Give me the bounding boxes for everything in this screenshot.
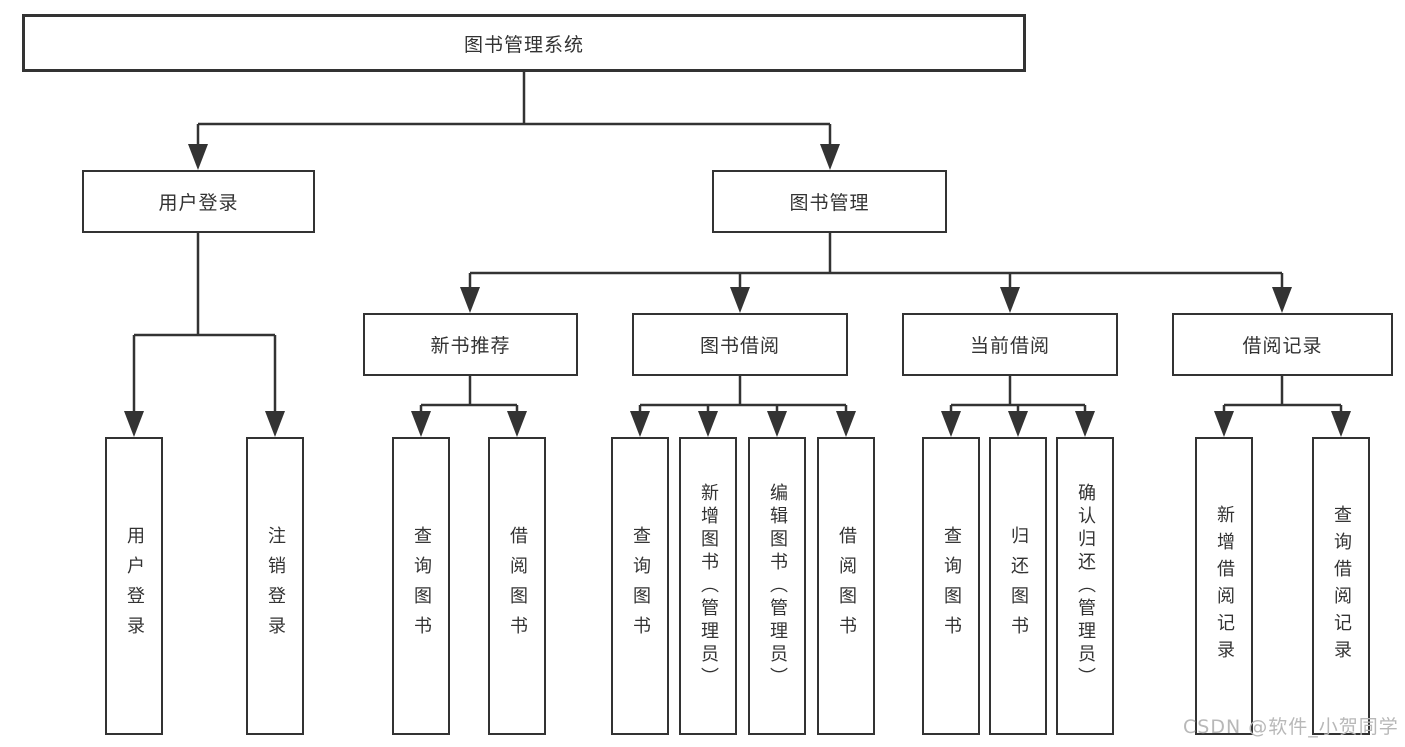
leaf-logout: 注销登录 [246, 437, 304, 735]
leaf-label: 新增借阅记录 [1214, 505, 1235, 667]
node-label: 新书推荐 [430, 335, 511, 357]
leaf-label: 注销登录 [265, 526, 286, 646]
leaf-label: 查询图书 [630, 526, 651, 646]
node-label: 图书借阅 [699, 335, 780, 357]
node-label: 用户登录 [158, 192, 239, 214]
node-label: 借阅记录 [1242, 335, 1323, 357]
leaf-label: 用户登录 [124, 526, 145, 646]
leaf-return-books: 归还图书 [989, 437, 1047, 735]
leaf-query-books-current: 查询图书 [922, 437, 980, 735]
leaf-borrow-books-recommend: 借阅图书 [488, 437, 546, 735]
leaf-query-books-recommend: 查询图书 [392, 437, 450, 735]
leaf-label: 查询图书 [941, 526, 962, 646]
node-borrowing-records: 借阅记录 [1172, 313, 1393, 376]
node-label: 当前借阅 [969, 335, 1050, 357]
leaf-query-borrow-record: 查询借阅记录 [1312, 437, 1370, 735]
leaf-label: 编辑图书（管理员） [767, 482, 788, 690]
leaf-label: 查询借阅记录 [1331, 505, 1352, 667]
leaf-add-book-admin: 新增图书（管理员） [679, 437, 737, 735]
node-library-management-system: 图书管理系统 [22, 14, 1026, 72]
leaf-query-books-borrowing: 查询图书 [611, 437, 669, 735]
watermark: CSDN @软件_小贺同学 [1183, 716, 1399, 738]
leaf-label: 查询图书 [411, 526, 432, 646]
node-book-management: 图书管理 [712, 170, 947, 233]
node-new-book-recommendation: 新书推荐 [363, 313, 578, 376]
leaf-label: 借阅图书 [507, 526, 528, 646]
leaf-edit-book-admin: 编辑图书（管理员） [748, 437, 806, 735]
leaf-label: 归还图书 [1008, 526, 1029, 646]
leaf-label: 借阅图书 [836, 526, 857, 646]
leaf-label: 确认归还（管理员） [1075, 482, 1096, 690]
leaf-confirm-return-admin: 确认归还（管理员） [1056, 437, 1114, 735]
leaf-label: 新增图书（管理员） [698, 482, 719, 690]
arrowhead-icons [124, 144, 1351, 437]
node-current-borrowing: 当前借阅 [902, 313, 1118, 376]
node-book-borrowing: 图书借阅 [632, 313, 848, 376]
leaf-add-borrow-record: 新增借阅记录 [1195, 437, 1253, 735]
node-label: 图书管理系统 [463, 33, 584, 56]
leaf-borrow-books: 借阅图书 [817, 437, 875, 735]
node-label: 图书管理 [789, 192, 870, 214]
leaf-user-login: 用户登录 [105, 437, 163, 735]
node-user-login: 用户登录 [82, 170, 315, 233]
